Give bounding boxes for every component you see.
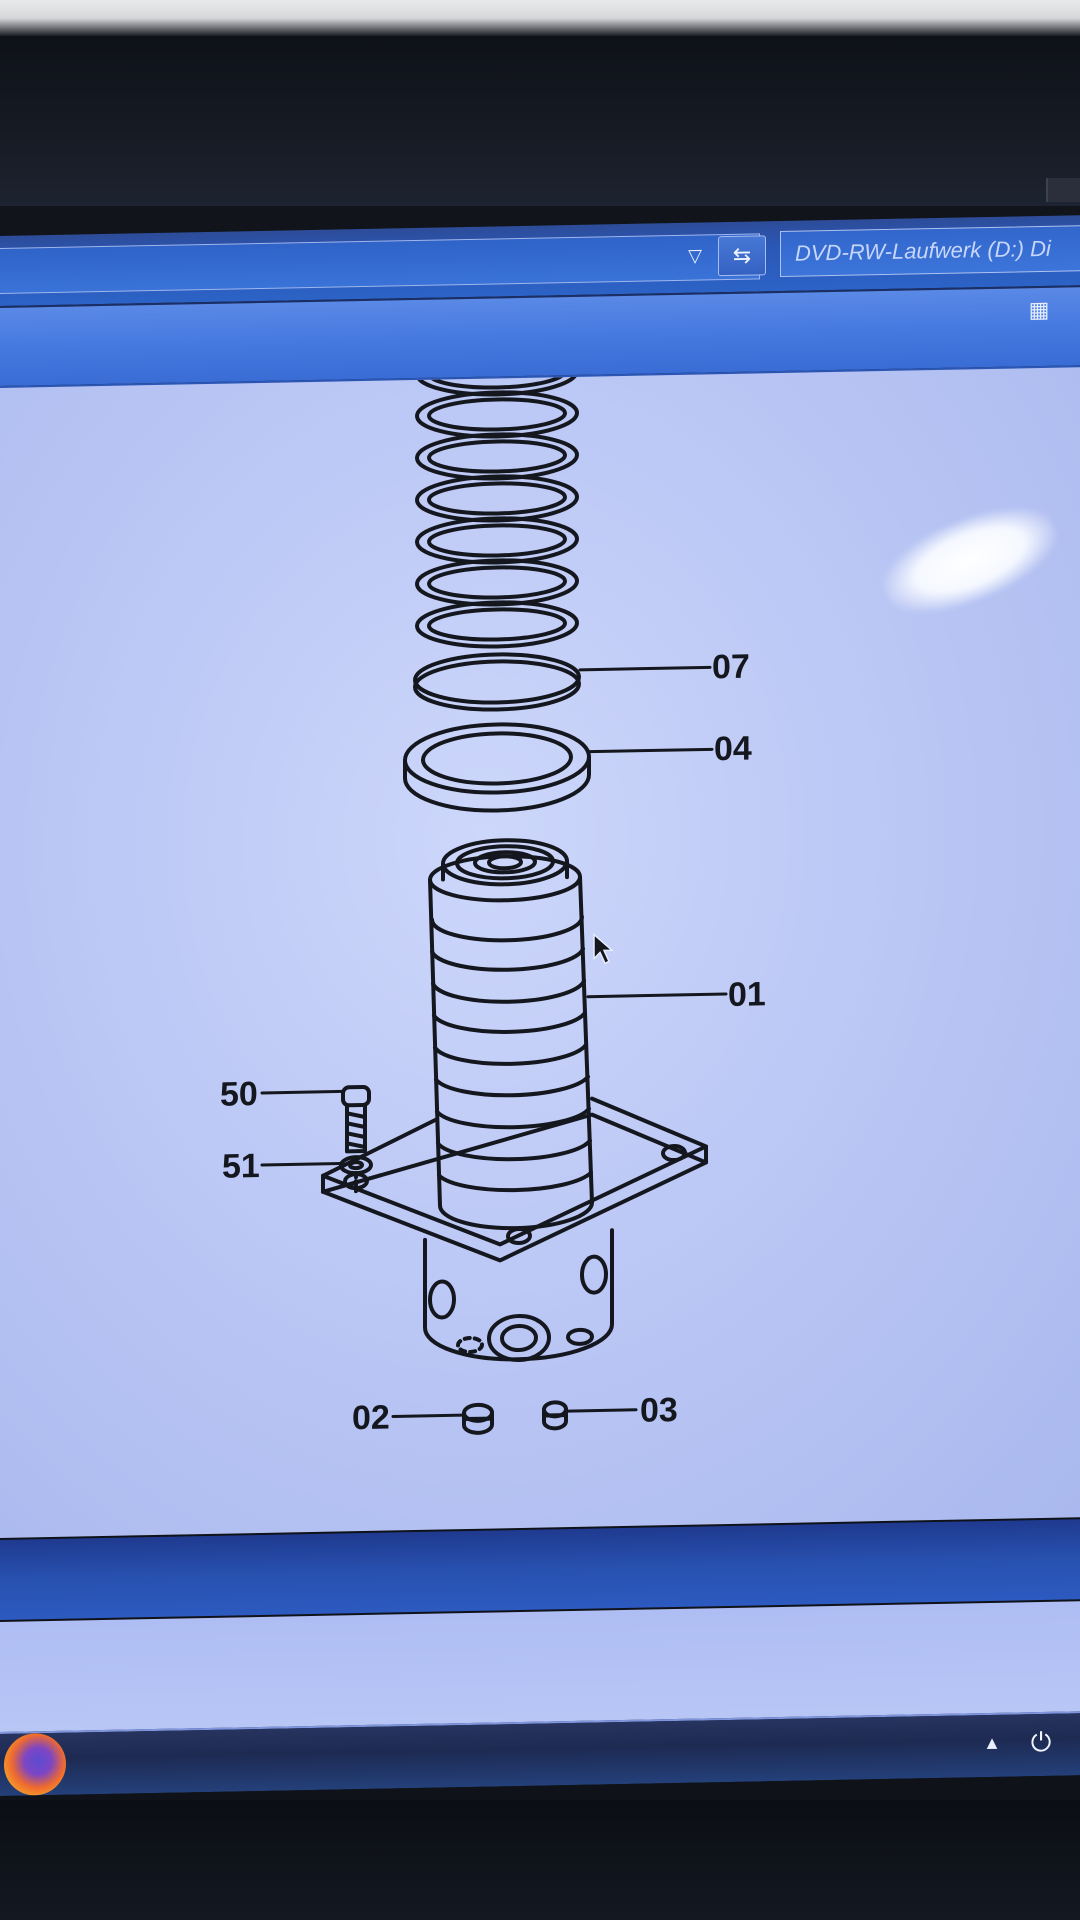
washer-51 (339, 1155, 373, 1194)
firefox-icon[interactable] (4, 1732, 66, 1796)
lower-block (423, 1228, 614, 1363)
chevron-down-icon[interactable]: ▽ (688, 245, 702, 266)
callout-50: 50 (220, 1075, 258, 1114)
explorer-lower-pane (0, 1601, 1080, 1734)
tray-expand-icon[interactable]: ▲ (983, 1732, 1001, 1754)
ring-07 (413, 652, 581, 712)
flange-plate (321, 1096, 708, 1263)
refresh-icon[interactable]: ⇆ (718, 235, 766, 277)
callout-04: 04 (714, 730, 752, 769)
body-01 (428, 838, 594, 1231)
address-field[interactable] (0, 233, 760, 294)
monitor-bezel-top (0, 36, 1080, 206)
spring-part (415, 367, 579, 649)
view-options-icon[interactable]: ▦ (1028, 296, 1050, 323)
callout-03: 03 (640, 1391, 678, 1430)
callout-02: 02 (352, 1399, 390, 1438)
monitor-bezel-bottom (0, 1800, 1080, 1920)
callout-51: 51 (222, 1147, 260, 1186)
plug-03 (542, 1400, 568, 1431)
plug-02 (462, 1402, 494, 1435)
bolt-50 (341, 1085, 371, 1154)
seat-04 (403, 722, 591, 813)
screen: ▽ ⇆ DVD-RW-Laufwerk (D:) Di ▦ (0, 185, 1080, 1796)
power-plug-icon[interactable]: ⏻ (1030, 1726, 1052, 1758)
leader-lines (260, 665, 728, 1418)
search-input[interactable]: DVD-RW-Laufwerk (D:) Di (780, 224, 1080, 278)
window-corner-control[interactable] (1046, 178, 1080, 202)
callout-07: 07 (712, 648, 750, 687)
callout-01: 01 (728, 975, 766, 1014)
mouse-cursor-icon (593, 932, 614, 965)
image-viewer-content: 07 04 01 50 51 02 03 (0, 367, 1080, 1538)
exploded-parts-drawing: 07 04 01 50 51 02 03 (220, 367, 766, 1438)
